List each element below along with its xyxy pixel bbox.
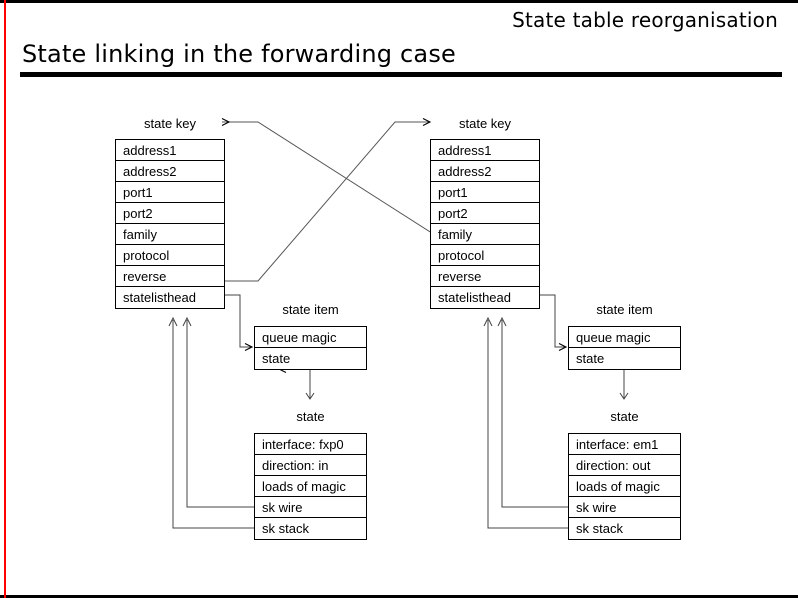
table-row[interactable]: family: [431, 224, 539, 245]
table-row[interactable]: port2: [431, 203, 539, 224]
table-row[interactable]: queue magic: [569, 327, 680, 348]
table-row[interactable]: protocol: [431, 245, 539, 266]
right-state-key-table[interactable]: address1 address2 port1 port2 family pro…: [430, 139, 540, 309]
table-row[interactable]: direction: in: [255, 455, 366, 476]
table-row[interactable]: state: [255, 348, 366, 369]
table-row[interactable]: loads of magic: [255, 476, 366, 497]
left-state-key-caption: state key: [143, 116, 197, 131]
table-row[interactable]: port1: [431, 182, 539, 203]
left-state-item-table[interactable]: queue magic state: [254, 326, 367, 370]
table-row[interactable]: address2: [116, 161, 224, 182]
table-row[interactable]: family: [116, 224, 224, 245]
page-title: State linking in the forwarding case: [22, 40, 456, 68]
table-row[interactable]: sk stack: [569, 518, 680, 539]
table-row[interactable]: port2: [116, 203, 224, 224]
left-state-table[interactable]: interface: fxp0 direction: in loads of m…: [254, 433, 367, 540]
table-row[interactable]: statelisthead: [116, 287, 224, 308]
table-row[interactable]: protocol: [116, 245, 224, 266]
table-row[interactable]: interface: em1: [569, 434, 680, 455]
table-row[interactable]: port1: [116, 182, 224, 203]
slide-top-border: [0, 0, 798, 3]
left-state-item-caption: state item: [282, 302, 339, 317]
right-state-item-table[interactable]: queue magic state: [568, 326, 681, 370]
table-row[interactable]: sk wire: [569, 497, 680, 518]
table-row[interactable]: address1: [431, 140, 539, 161]
right-state-key-caption: state key: [458, 116, 512, 131]
table-row[interactable]: direction: out: [569, 455, 680, 476]
table-row[interactable]: address1: [116, 140, 224, 161]
table-row[interactable]: sk wire: [255, 497, 366, 518]
right-state-caption: state: [610, 409, 639, 424]
table-row[interactable]: statelisthead: [431, 287, 539, 308]
table-row[interactable]: reverse: [431, 266, 539, 287]
table-row[interactable]: address2: [431, 161, 539, 182]
table-row[interactable]: sk stack: [255, 518, 366, 539]
table-row[interactable]: state: [569, 348, 680, 369]
table-row[interactable]: interface: fxp0: [255, 434, 366, 455]
right-state-table[interactable]: interface: em1 direction: out loads of m…: [568, 433, 681, 540]
left-state-caption: state: [296, 409, 325, 424]
table-row[interactable]: loads of magic: [569, 476, 680, 497]
left-state-key-table[interactable]: address1 address2 port1 port2 family pro…: [115, 139, 225, 309]
table-row[interactable]: queue magic: [255, 327, 366, 348]
title-underline-rule: [20, 72, 782, 77]
slide-bottom-border: [0, 595, 798, 598]
right-state-item-caption: state item: [596, 302, 653, 317]
table-row[interactable]: reverse: [116, 266, 224, 287]
slide-left-red-accent-bar: [4, 0, 6, 598]
running-head: State table reorganisation: [512, 8, 778, 32]
